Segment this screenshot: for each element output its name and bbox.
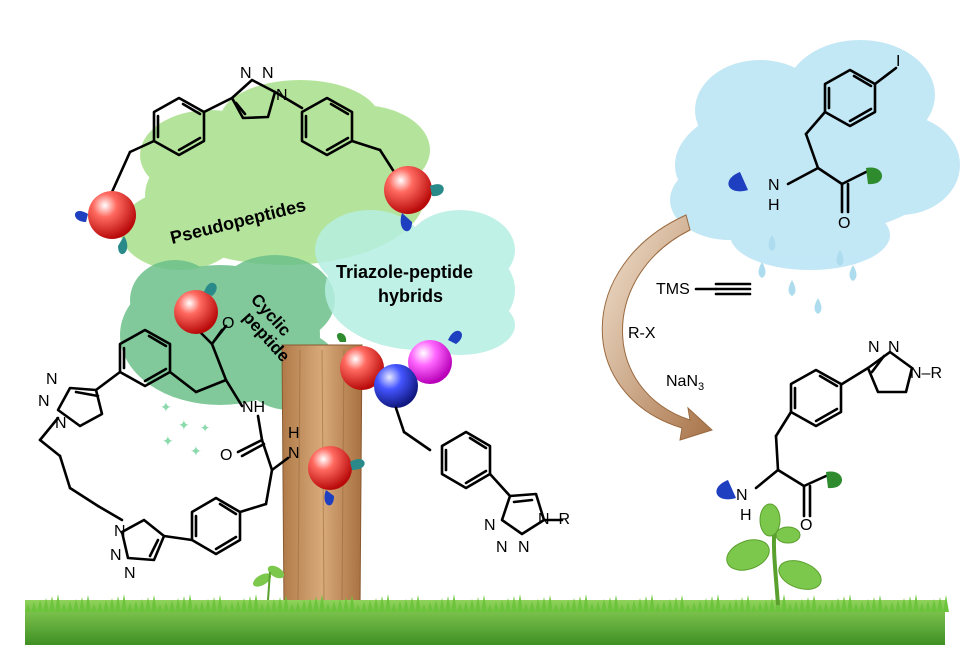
- label-hybrids: hybrids: [378, 286, 443, 306]
- svg-text:✦: ✦: [178, 418, 190, 434]
- atom-n: N: [868, 339, 880, 356]
- rain-drops: [758, 235, 857, 314]
- atom-n: N: [888, 339, 900, 356]
- label-triazole-peptide: Triazole-peptide: [336, 262, 473, 282]
- synthesis-arrow: [601, 214, 713, 441]
- atom-nh: NH: [242, 399, 265, 416]
- triazolyl-phenylalanine-structure: N N N–R N H O: [716, 339, 942, 534]
- reagents: TMS R-X NaN3: [628, 281, 752, 393]
- atom-n: N: [46, 371, 58, 388]
- blue-rain-cloud: [670, 40, 960, 270]
- svg-text:✦: ✦: [162, 434, 174, 450]
- sprout-plant: [726, 503, 822, 606]
- atom-o: O: [220, 447, 232, 464]
- atom-o: O: [800, 517, 812, 534]
- hybrid-structure: N–R N N N: [336, 330, 570, 556]
- atom-n: N: [55, 415, 67, 432]
- atom-o: O: [838, 215, 850, 232]
- atom-n: N: [114, 523, 126, 540]
- atom-n: N: [518, 539, 530, 556]
- atom-n: N: [262, 65, 274, 82]
- iodophenylalanine-structure: I N H O: [728, 53, 900, 232]
- atom-n: N: [124, 565, 136, 582]
- reagent-tms: TMS: [656, 281, 690, 298]
- atom-n: N: [110, 547, 122, 564]
- svg-text:✦: ✦: [160, 400, 172, 416]
- atom-h: H: [288, 425, 300, 442]
- grass: [25, 594, 949, 645]
- atom-n: N: [38, 393, 50, 410]
- atom-n: N: [736, 487, 748, 504]
- atom-h: H: [768, 197, 780, 214]
- atom-n: N: [288, 445, 300, 462]
- atom-h: H: [740, 507, 752, 524]
- cyclic-peptide-structure: N N N O NH O H N N N N: [38, 315, 300, 582]
- svg-text:✦: ✦: [190, 444, 202, 460]
- cyclic-residue-spheres: ✦ ✦ ✦ ✦ ✦: [160, 282, 365, 506]
- small-sprout: [252, 565, 285, 601]
- atom-n: N: [768, 177, 780, 194]
- reagent-nan3: NaN3: [666, 373, 704, 393]
- pseudopeptide-structure: N N N: [110, 65, 400, 194]
- atom-n-r: N–R: [910, 365, 942, 382]
- top-residue-spheres: [74, 166, 444, 255]
- svg-text:✦: ✦: [200, 421, 210, 435]
- atom-n: N: [484, 517, 496, 534]
- atom-n: N: [276, 87, 288, 104]
- atom-n: N: [240, 65, 252, 82]
- atom-i: I: [896, 53, 900, 70]
- atom-n: N: [496, 539, 508, 556]
- atom-n-r: N–R: [538, 511, 570, 528]
- reagent-rx: R-X: [628, 325, 656, 342]
- atom-o: O: [222, 315, 234, 332]
